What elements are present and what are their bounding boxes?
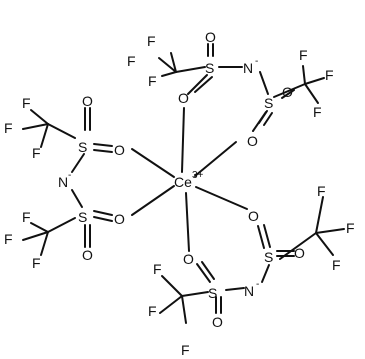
fluorine-atom: F <box>181 342 190 358</box>
bond <box>30 222 49 233</box>
bond <box>71 153 85 173</box>
bond <box>71 189 83 208</box>
bond <box>93 143 113 147</box>
bond <box>170 52 177 73</box>
bond <box>304 83 319 104</box>
bond <box>263 112 273 126</box>
bond <box>22 123 49 130</box>
bond <box>281 89 295 99</box>
bond <box>30 109 49 125</box>
nitrogen-charge: - <box>68 170 71 181</box>
fluorine-atom: F <box>346 220 355 236</box>
bond <box>47 217 76 233</box>
oxygen-atom: O <box>294 245 305 261</box>
fluorine-atom: F <box>32 255 41 271</box>
fluorine-atom: F <box>127 53 136 69</box>
nitrogen-charge: - <box>255 56 258 67</box>
oxygen-atom: O <box>282 84 293 100</box>
bond <box>315 232 334 256</box>
fluorine-atom: F <box>317 183 326 199</box>
nitrogen-atom: N <box>58 174 68 190</box>
fluorine-atom: F <box>147 33 156 49</box>
bond <box>131 148 175 178</box>
fluorine-atom: F <box>313 104 322 120</box>
oxygen-atom: O <box>82 93 93 109</box>
bond <box>40 123 49 148</box>
nitrogen-atom: N <box>243 60 253 76</box>
bond <box>273 83 306 98</box>
sulfur-atom: S <box>78 209 87 225</box>
bond <box>315 196 324 234</box>
fluorine-atom: F <box>4 231 13 247</box>
nitrogen-charge: - <box>256 279 259 290</box>
oxygen-atom: O <box>247 133 258 149</box>
fluorine-atom: F <box>153 261 162 277</box>
bond <box>158 57 177 73</box>
sulfur-atom: S <box>208 285 217 301</box>
bond <box>304 77 325 85</box>
bond <box>93 149 113 153</box>
bond <box>181 291 209 297</box>
bond <box>22 231 49 241</box>
oxygen-atom: O <box>114 142 125 158</box>
bond <box>93 210 113 216</box>
bond <box>161 71 177 77</box>
bond <box>181 295 187 324</box>
bond <box>159 295 183 314</box>
cerium-atom: Ce <box>174 174 192 190</box>
sulfur-atom: S <box>264 95 273 111</box>
fluorine-atom: F <box>22 209 31 225</box>
oxygen-atom: O <box>212 314 223 330</box>
bond <box>175 66 206 73</box>
bond <box>261 264 270 283</box>
oxygen-atom: O <box>248 208 259 224</box>
fluorine-atom: F <box>332 257 341 273</box>
bond <box>257 225 265 249</box>
oxygen-atom: O <box>178 90 189 106</box>
bond <box>40 231 49 256</box>
bond <box>181 107 185 173</box>
bond <box>196 263 211 283</box>
bond <box>187 74 208 95</box>
fluorine-atom: F <box>325 67 334 83</box>
fluorine-atom: F <box>4 120 13 136</box>
bond <box>302 65 306 85</box>
sulfur-atom: S <box>78 139 87 155</box>
nitrogen-atom: N <box>244 283 254 299</box>
oxygen-atom: O <box>183 251 194 267</box>
fluorine-atom: F <box>299 47 308 63</box>
bond <box>161 275 183 297</box>
bond <box>131 185 175 216</box>
bond <box>194 76 213 93</box>
bond <box>185 192 190 252</box>
fluorine-atom: F <box>148 73 157 89</box>
sulfur-atom: S <box>205 60 214 76</box>
bond <box>93 216 113 222</box>
sulfur-atom: S <box>264 249 273 265</box>
bond <box>195 186 248 210</box>
bond <box>47 123 76 139</box>
bond <box>201 261 215 280</box>
fluorine-atom: F <box>22 95 31 111</box>
bond <box>252 111 267 132</box>
bond <box>315 228 345 234</box>
bond <box>225 287 245 291</box>
oxygen-atom: O <box>82 247 93 263</box>
bond <box>259 71 269 95</box>
fluorine-atom: F <box>32 145 41 161</box>
bond-lines <box>22 43 345 324</box>
oxygen-atom: O <box>114 211 125 227</box>
bond <box>279 232 317 260</box>
bond <box>194 141 237 177</box>
cerium-charge: 3+ <box>192 170 204 181</box>
bond <box>263 224 271 248</box>
atom-labels: Ce 3+ F F F S O O N - S O O F F F F F F … <box>4 29 355 358</box>
oxygen-atom: O <box>205 29 216 45</box>
fluorine-atom: F <box>148 303 157 319</box>
